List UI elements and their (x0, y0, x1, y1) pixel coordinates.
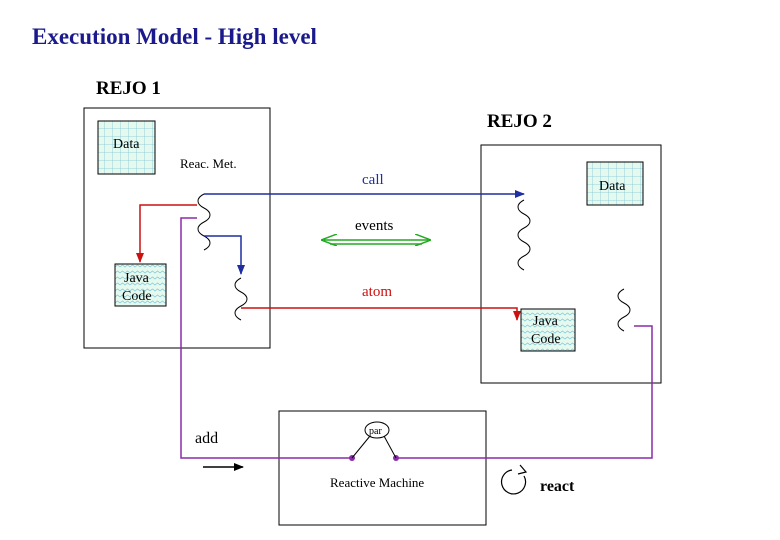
rejo2-java-code-box (520, 308, 576, 352)
rejo2-box (480, 144, 662, 384)
rejo1-box (83, 107, 271, 349)
rejo1-data-box (97, 120, 156, 175)
atom-label: atom (362, 284, 392, 300)
events-label: events (355, 218, 393, 234)
method-to-thread-arrow (204, 235, 245, 275)
page-title: Execution Model - High level (32, 24, 317, 49)
rejo2-thread-squiggle-2 (617, 288, 631, 332)
rejo1-data-label: Data (113, 137, 140, 152)
rejo1-to-machine-link (180, 217, 352, 459)
par-right-line (383, 435, 397, 459)
rejo1-java-line2: Code (122, 289, 152, 304)
rejo1-thread-squiggle-1 (197, 193, 211, 251)
add-label: add (195, 430, 218, 447)
rejo2-java-line2: Code (531, 332, 561, 347)
rejo2-to-machine-link (396, 325, 653, 459)
par-node (364, 421, 390, 439)
react-cycle-arrowhead (517, 464, 528, 475)
call-label: call (362, 172, 384, 188)
rejo1-red-path (136, 204, 197, 263)
reactive-machine-label: Reactive Machine (330, 475, 424, 490)
par-left-line (351, 435, 371, 459)
par-label: par (369, 426, 382, 437)
rejo2-label: REJO 2 (487, 111, 552, 132)
reac-met-label: Reac. Met. (180, 156, 237, 171)
rejo2-thread-squiggle-1 (517, 199, 531, 271)
rejo2-data-label: Data (599, 179, 626, 194)
atom-arrow (241, 307, 521, 321)
rejo1-thread-squiggle-2 (234, 277, 248, 321)
rejo1-java-code-box (114, 263, 167, 307)
rejo2-java-line1: Java (533, 314, 559, 329)
react-cycle-icon (500, 469, 527, 495)
reactive-machine-box (278, 410, 487, 526)
rejo1-java-line1: Java (124, 271, 150, 286)
react-label: react (540, 478, 575, 495)
rejo1-label: REJO 1 (96, 78, 161, 99)
rejo2-data-box (586, 161, 644, 206)
